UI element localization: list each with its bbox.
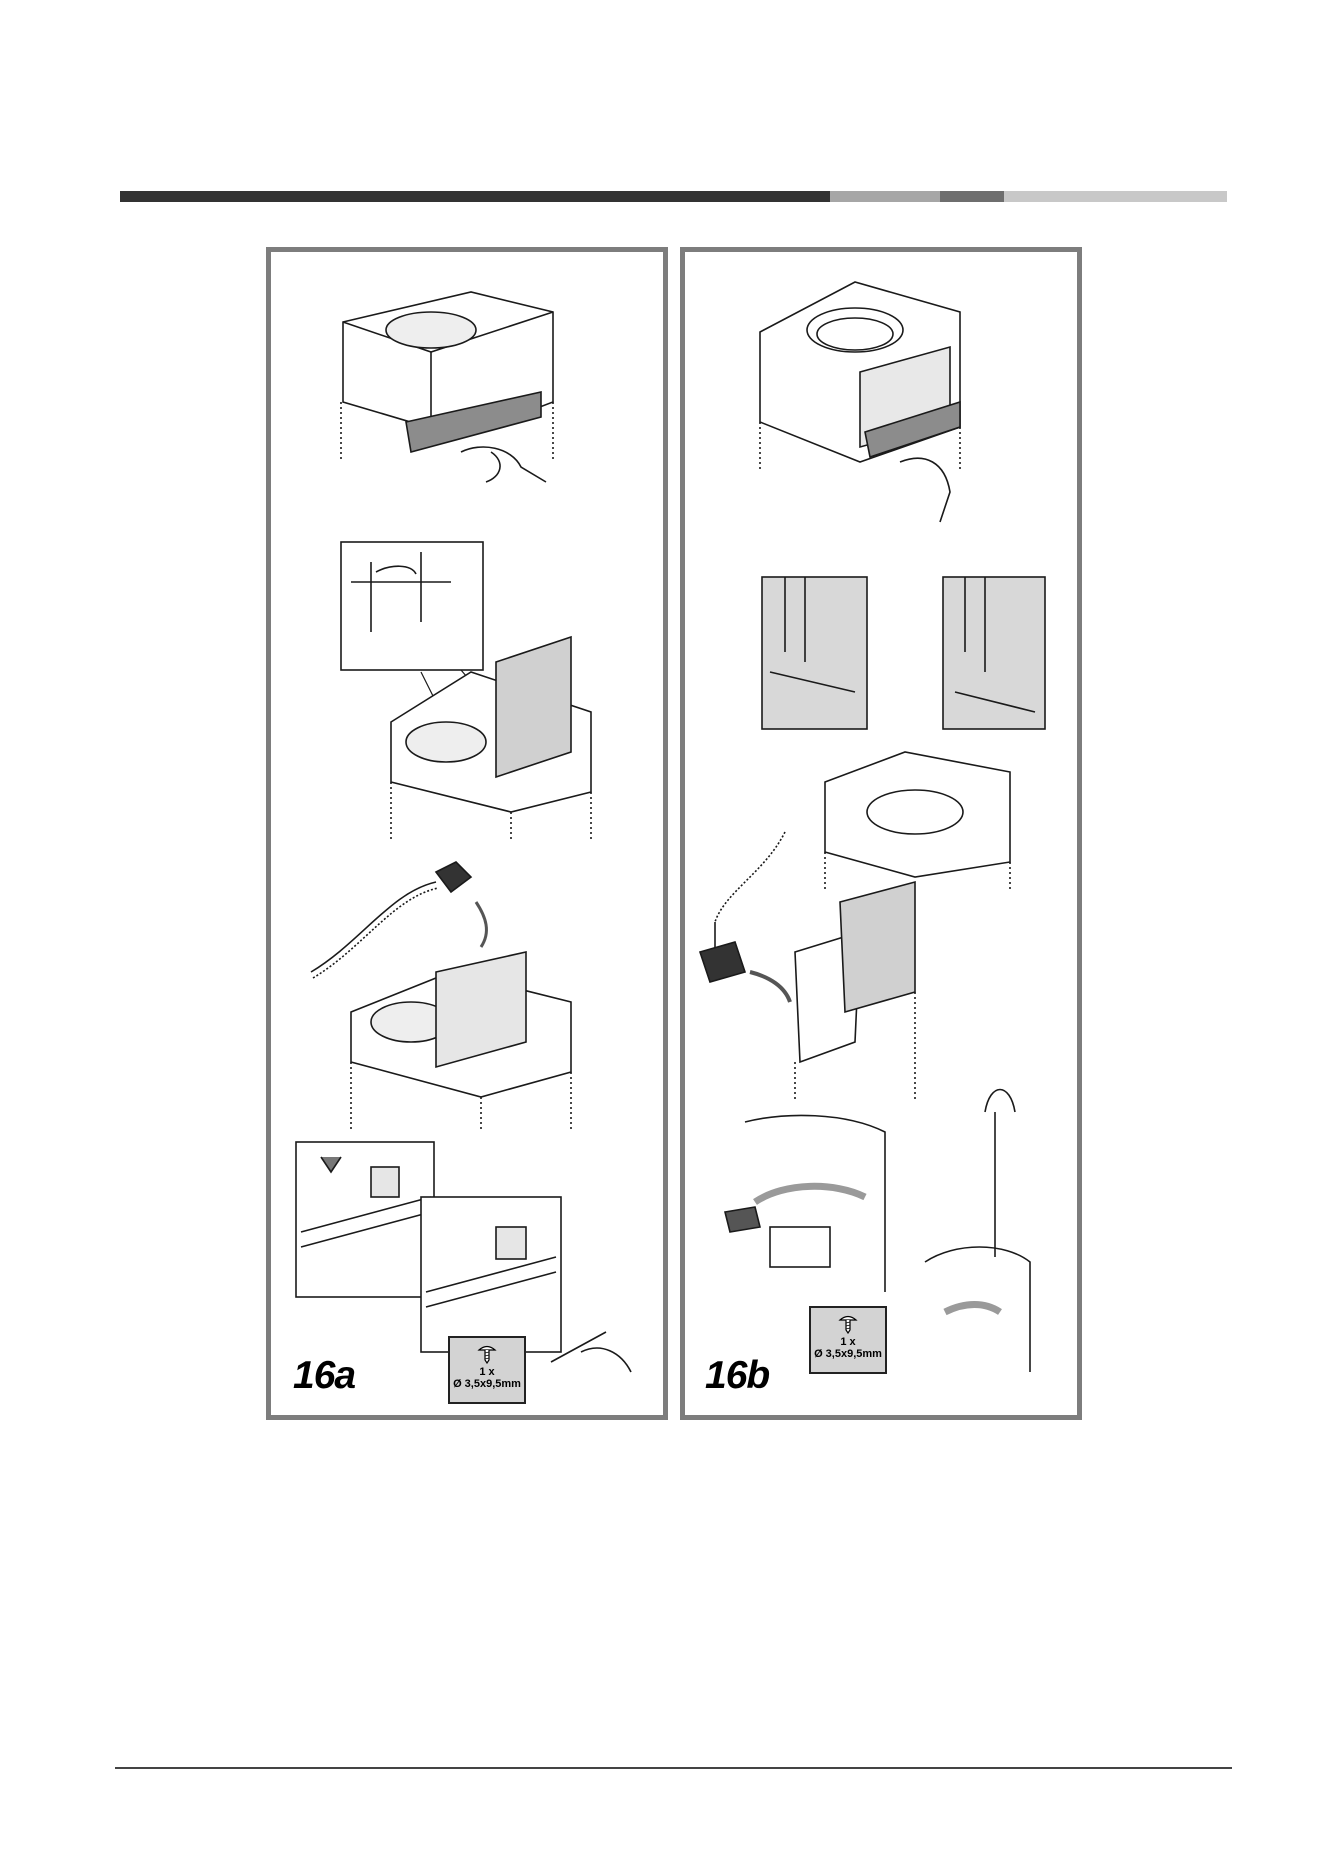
screw-size: Ø 3,5x9,5mm [811, 1348, 885, 1360]
step-fit-brackets [762, 577, 1045, 892]
figure-panel-16a: 16a 1 x Ø 3,5x9,5mm [266, 247, 668, 1420]
header-color-bar [120, 191, 1227, 202]
step-connect-plug [311, 862, 571, 1132]
installation-illustration-16a [271, 252, 663, 1415]
header-bar-segment [940, 191, 1004, 202]
figure-label: 16b [705, 1354, 769, 1398]
header-bar-segment [120, 191, 830, 202]
figure-panel-16b: 16b 1 x Ø 3,5x9,5mm [680, 247, 1082, 1420]
step-fit-module [341, 542, 591, 842]
header-bar-segment [830, 191, 940, 202]
screw-quantity: 1 x [811, 1336, 885, 1348]
screw-size: Ø 3,5x9,5mm [450, 1378, 524, 1390]
figure-label: 16a [293, 1354, 355, 1398]
step-remove-tape [760, 282, 960, 522]
step-remove-tape [341, 292, 553, 482]
footer-divider [115, 1767, 1232, 1769]
step-connect-plug [700, 832, 915, 1102]
screw-icon [476, 1344, 498, 1364]
screw-spec-box: 1 x Ø 3,5x9,5mm [448, 1336, 526, 1404]
header-bar-segment [1004, 191, 1227, 202]
screw-quantity: 1 x [450, 1366, 524, 1378]
screw-icon [837, 1314, 859, 1334]
installation-illustration-16b [685, 252, 1077, 1415]
screw-spec-box: 1 x Ø 3,5x9,5mm [809, 1306, 887, 1374]
